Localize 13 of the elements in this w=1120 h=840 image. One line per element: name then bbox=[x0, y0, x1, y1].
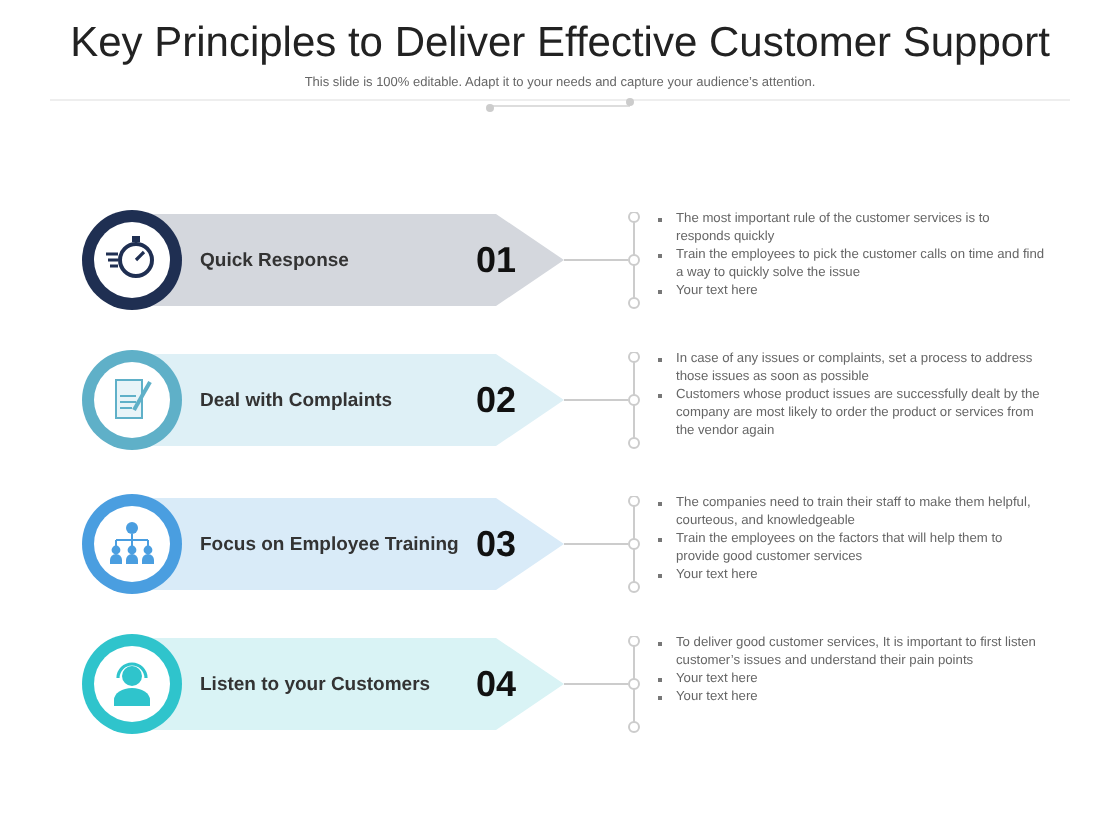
step-number: 04 bbox=[476, 662, 517, 708]
step-number: 02 bbox=[476, 378, 517, 424]
title: Key Principles to Deliver Effective Customer Support bbox=[68, 20, 1052, 68]
principle-title: Listen to your Customers bbox=[200, 671, 431, 699]
step-number: 01 bbox=[476, 238, 517, 284]
connector-line bbox=[563, 399, 629, 401]
principle-title: Deal with Complaints bbox=[200, 387, 393, 415]
connector-line bbox=[563, 543, 629, 545]
step-number: 03 bbox=[476, 522, 517, 568]
connector-line bbox=[563, 259, 629, 261]
principle-title: Quick Response bbox=[200, 247, 349, 275]
principle-title: Focus on Employee Training bbox=[200, 531, 459, 559]
connector-line bbox=[563, 683, 629, 685]
